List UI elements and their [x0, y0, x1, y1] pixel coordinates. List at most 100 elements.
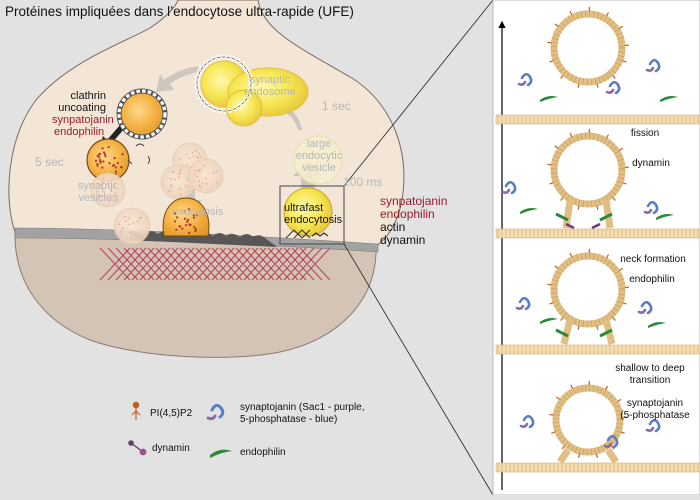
legend-synaptojanin-line-1: synaptojanin (Sac1 - purple, [240, 402, 365, 413]
synaptic-vesicle-dot [100, 184, 103, 187]
synaptic-vesicle-dot [120, 230, 123, 233]
synaptic-vesicle-dot [170, 177, 173, 180]
synaptojanin-sac1-mark [515, 304, 525, 310]
synaptic-vesicle-dot [197, 157, 200, 159]
diagram-title: Protéines impliquées dans l’endocytose u… [5, 4, 354, 19]
synaptic-vesicle-dot [177, 176, 180, 178]
vesicle-dot [111, 164, 115, 167]
vesicle-dot [101, 147, 104, 150]
vesicle-dot [114, 170, 118, 173]
synaptic-vesicle-dot [203, 164, 205, 167]
stage-synaptojanin-line-1: synaptojanin [626, 398, 684, 409]
synaptic-vesicle-dot [97, 194, 100, 197]
synaptic-vesicle-dot [118, 223, 121, 225]
synaptojanin-mark [606, 434, 619, 449]
uncoating-proteins [127, 143, 150, 165]
synaptic-endosome-line-2: endosome [244, 86, 296, 98]
uncoating-endophilin-label: endophilin [54, 126, 105, 138]
vesicle-dot [183, 217, 186, 220]
synaptojanin-sac1-mark [645, 66, 655, 72]
ufe-protein-endophilin: endophilin [380, 207, 435, 221]
endophilin-mark [520, 208, 538, 214]
synaptic-vesicle-dot [216, 181, 219, 184]
stage-fission-label: fission [630, 128, 660, 139]
large-vesicle-line-3: vesicle [302, 162, 336, 174]
synaptic-vesicles-group [90, 142, 224, 245]
synaptic-vesicle-dot [204, 177, 207, 180]
synaptojanin-sac1-mark [519, 422, 529, 428]
endophilin-mark [656, 214, 674, 220]
synaptic-vesicle-dot [212, 171, 215, 174]
vesicle-lipids [550, 132, 626, 208]
legend-dynamin-label: dynamin [152, 443, 190, 454]
synaptic-vesicle-dot [131, 232, 133, 235]
pip2-marks [547, 7, 629, 88]
time-100ms-label: 100 ms [343, 175, 383, 189]
endophilin-mark [540, 318, 558, 324]
vesicle-dot [113, 156, 116, 160]
synaptic-vesicle-dot [132, 221, 134, 224]
vesicle-dot [116, 161, 119, 165]
vesicle-dot [181, 227, 184, 230]
synaptic-vesicle-dot [198, 169, 200, 172]
synaptic-vesicle [90, 172, 126, 208]
synaptic-vesicle-dot [198, 170, 201, 173]
clathrin-uncoating-label: clathrin uncoating [54, 90, 106, 114]
ultrafast-vesicle [283, 187, 333, 239]
synaptic-vesicle-dot [188, 157, 191, 160]
synaptic-vesicle-dot [137, 236, 140, 238]
synaptojanin-sac1-mark [637, 308, 647, 314]
synaptojanin-sac1-mark [605, 88, 615, 94]
stage-dynamin-label: dynamin [632, 158, 670, 169]
synaptic-vesicle-dot [103, 194, 106, 197]
vesicle-dot [193, 226, 196, 229]
synaptic-vesicle-dot [199, 155, 202, 158]
synaptic-vesicle-dot [124, 215, 126, 218]
synaptic-vesicle-dot [109, 198, 112, 201]
uncoating-synaptojanin-label: synpatojanin [52, 114, 114, 126]
synaptic-vesicle-dot [178, 171, 181, 174]
ufe-proteins-label: synpatojanin endophilin actin dynamin [380, 195, 447, 247]
vesicle-dot [102, 160, 105, 163]
vesicle-lipids [550, 252, 626, 328]
dynamin-legend-icon [128, 440, 147, 456]
postsynaptic-density-mesh [99, 247, 331, 281]
ufe-protein-dynamin: dynamin [380, 233, 426, 247]
vesicle-dot [188, 231, 191, 235]
lipid-tails [497, 463, 699, 472]
vesicle-dot [183, 210, 186, 213]
synaptic-vesicle-dot [96, 190, 99, 193]
exocytosis-vesicle [162, 197, 210, 237]
synaptic-vesicle-dot [128, 217, 130, 220]
vesicle-lipids [550, 10, 626, 86]
synaptic-vesicle-dot [174, 178, 177, 181]
large-endocytic-vesicle [293, 135, 343, 185]
endophilin-marks [555, 212, 613, 222]
legend-synaptojanin-label: synaptojanin (Sac1 - purple, 5-phosphata… [240, 402, 365, 426]
vesicle-dot [187, 208, 191, 211]
synaptic-vesicle-dot [116, 195, 118, 198]
vesicle-dot [99, 160, 102, 163]
synaptic-vesicles-label: synaptic vesicles [68, 180, 128, 204]
stage-shallow-deep-label: shallow to deep transition [604, 363, 696, 387]
vesicle-dot [98, 152, 102, 155]
vesicle-dot [94, 159, 98, 162]
endophilin-mark [540, 96, 558, 102]
synaptic-vesicle-dot [103, 190, 105, 193]
lipid-tails [497, 345, 699, 354]
vesicle-dot [196, 214, 199, 217]
lipid-tails [497, 229, 699, 238]
synaptic-vesicle-dot [110, 183, 113, 185]
vesicle-dot [192, 216, 196, 219]
synaptic-vesicle-dot [186, 178, 189, 181]
large-vesicle-line-1: large [306, 138, 332, 150]
synaptojanin-sac1-mark [643, 208, 653, 214]
synaptojanin-mark [646, 200, 659, 215]
clathrin-coated-vesicle [116, 88, 168, 140]
synaptic-vesicle [113, 207, 151, 245]
zoom-line-top [343, 0, 494, 187]
endophilin-mark [648, 322, 666, 328]
synaptic-vesicles-line-1: synaptic [77, 180, 119, 192]
synaptic-vesicle-dot [179, 158, 182, 161]
